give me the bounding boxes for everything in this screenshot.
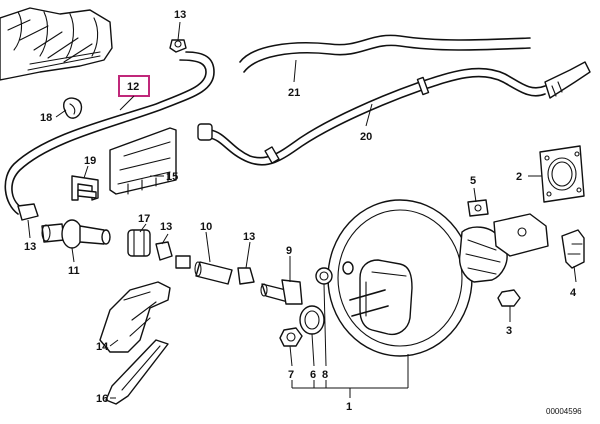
callout-16[interactable]: 16 [96,393,108,405]
grommet-part-8[interactable] [315,267,333,285]
bracket-part-14[interactable] [99,281,171,353]
nut-part-3[interactable] [497,289,521,307]
callout-13-top[interactable]: 13 [174,9,186,21]
seal-ring-part-6[interactable] [299,305,325,335]
nut-part-7[interactable] [279,327,303,347]
callout-9[interactable]: 9 [286,245,292,257]
callout-13-right[interactable]: 13 [243,231,255,243]
callout-7[interactable]: 7 [288,369,294,381]
small-grommet [342,261,354,275]
gasket-part-2[interactable] [539,145,585,203]
clamp-part-13-right[interactable] [237,267,255,285]
grommet-part-17[interactable] [127,229,151,257]
document-number: 00004596 [546,407,582,416]
callout-17[interactable]: 17 [138,213,150,225]
vacuum-hose-part-12[interactable] [4,51,215,215]
callout-6[interactable]: 6 [310,369,316,381]
callout-8[interactable]: 8 [322,369,328,381]
elbow-fitting-part-9[interactable] [260,279,303,305]
hose-part-21[interactable] [239,34,531,73]
clamp-part-13-top[interactable] [169,39,187,53]
brake-booster-part-1[interactable] [327,199,549,357]
bracket-part-15[interactable] [109,127,177,195]
callout-2[interactable]: 2 [516,171,522,183]
callout-19[interactable]: 19 [84,155,96,167]
check-valve-part-11[interactable] [41,219,111,249]
clamp-part-13-left[interactable] [17,203,39,221]
callout-11[interactable]: 11 [68,265,80,277]
vacuum-line-part-20[interactable] [197,61,591,166]
bracket-part-19[interactable] [71,175,99,201]
callout-4[interactable]: 4 [570,287,577,299]
callout-labels: 13 12 18 21 20 19 15 13 11 17 13 10 13 9… [24,9,582,416]
callout-15[interactable]: 15 [166,171,178,183]
callout-10[interactable]: 10 [200,221,212,233]
callout-3[interactable]: 3 [506,325,512,337]
callout-5[interactable]: 5 [470,175,476,187]
clamp-part-13-middle[interactable] [155,241,191,269]
callout-13-left[interactable]: 13 [24,241,36,253]
callout-14[interactable]: 14 [96,341,109,353]
bracket-part-16[interactable] [105,339,169,405]
clevis-part-4[interactable] [561,229,585,269]
callout-12[interactable]: 12 [127,81,139,93]
clamp-part-18[interactable] [63,97,83,119]
callout-21[interactable]: 21 [288,87,300,99]
callout-1[interactable]: 1 [346,401,352,413]
callout-18[interactable]: 18 [40,112,52,124]
intake-manifold [0,7,113,81]
callout-20[interactable]: 20 [360,131,372,143]
bracket-part-5[interactable] [467,199,489,217]
hose-part-10[interactable] [194,261,233,285]
callout-13-middle[interactable]: 13 [160,221,172,233]
leader-lines [27,21,577,399]
